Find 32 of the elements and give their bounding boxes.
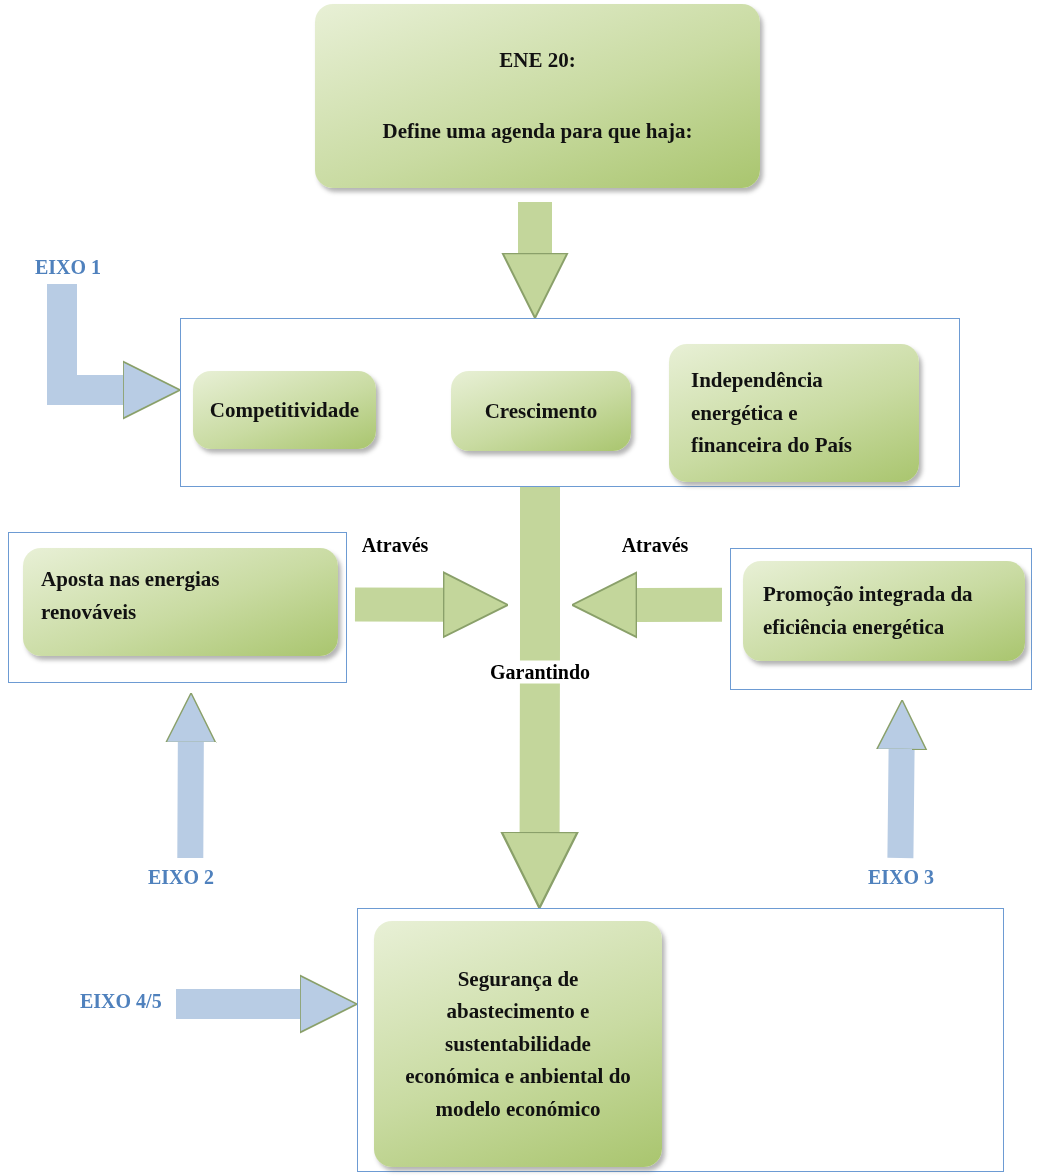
rounded-box xyxy=(451,371,631,451)
rounded-box xyxy=(193,371,376,449)
box-text: Segurança de abastecimento e sustentabilidade económica e anbiental do modelo económico xyxy=(404,965,632,1123)
block-arrow xyxy=(47,284,181,420)
rounded-box xyxy=(374,921,662,1167)
block-arrow xyxy=(571,571,722,639)
block-arrow xyxy=(501,202,569,319)
group-frame xyxy=(180,318,960,487)
box-text: Define uma agenda para que haja: xyxy=(381,118,694,145)
group-frame xyxy=(8,532,347,683)
block-arrow xyxy=(165,692,217,859)
box-text: Independência energética e financeira do País xyxy=(691,367,853,460)
box-text: Aposta nas energias renováveis xyxy=(41,566,221,626)
block-arrow xyxy=(176,974,358,1034)
axis-label: EIXO 2 xyxy=(148,866,238,894)
rounded-box xyxy=(743,561,1025,661)
group-frame xyxy=(730,548,1032,690)
bar-shape xyxy=(520,487,560,640)
box-text: Crescimento xyxy=(483,397,599,425)
block-arrow xyxy=(354,571,509,639)
rounded-box xyxy=(669,344,919,482)
rounded-box xyxy=(23,548,338,656)
box-text: Promoção integrada da eficiência energética xyxy=(763,581,974,641)
axis-label: EIXO 4/5 xyxy=(80,990,176,1018)
box-text: Competitividade xyxy=(208,396,361,424)
block-arrow xyxy=(876,699,928,859)
group-frame xyxy=(357,908,1004,1172)
axis-label: EIXO 3 xyxy=(868,866,958,894)
box-text: ENE 20: xyxy=(498,47,577,75)
block-arrow xyxy=(500,639,579,910)
rounded-box xyxy=(315,4,760,188)
axis-label: EIXO 1 xyxy=(35,256,125,284)
